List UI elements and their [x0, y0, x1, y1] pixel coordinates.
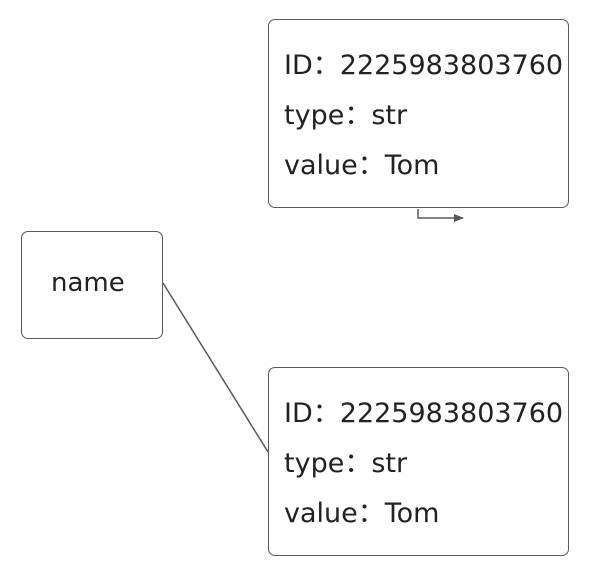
reference-arrow	[417, 209, 464, 222]
reference-line	[162, 282, 269, 453]
object-value-label: value：	[284, 498, 385, 529]
object-id-value: 2225983803760	[339, 398, 564, 429]
object-value-value: Tom	[384, 498, 440, 529]
object-value-row: value：Tom	[284, 500, 439, 527]
object-id-value: 2225983803760	[339, 50, 564, 81]
object-type-label: type：	[284, 100, 372, 131]
object-type-label: type：	[284, 448, 372, 479]
object-value-value: Tom	[384, 150, 440, 181]
object-id-label: ID：	[284, 398, 340, 429]
object-value-row: value：Tom	[284, 152, 439, 179]
object-type-value: str	[371, 100, 408, 131]
object-node-bottom: ID：2225983803760 type：str value：Tom	[268, 367, 569, 556]
object-type-value: str	[371, 448, 408, 479]
object-type-row: type：str	[284, 102, 407, 129]
variable-node: name	[21, 231, 163, 339]
variable-name-label: name	[51, 268, 125, 298]
object-value-label: value：	[284, 150, 385, 181]
object-node-top: ID：2225983803760 type：str value：Tom	[268, 19, 569, 208]
object-id-row: ID：2225983803760	[284, 52, 563, 79]
object-id-label: ID：	[284, 50, 340, 81]
object-id-row: ID：2225983803760	[284, 400, 563, 427]
object-type-row: type：str	[284, 450, 407, 477]
